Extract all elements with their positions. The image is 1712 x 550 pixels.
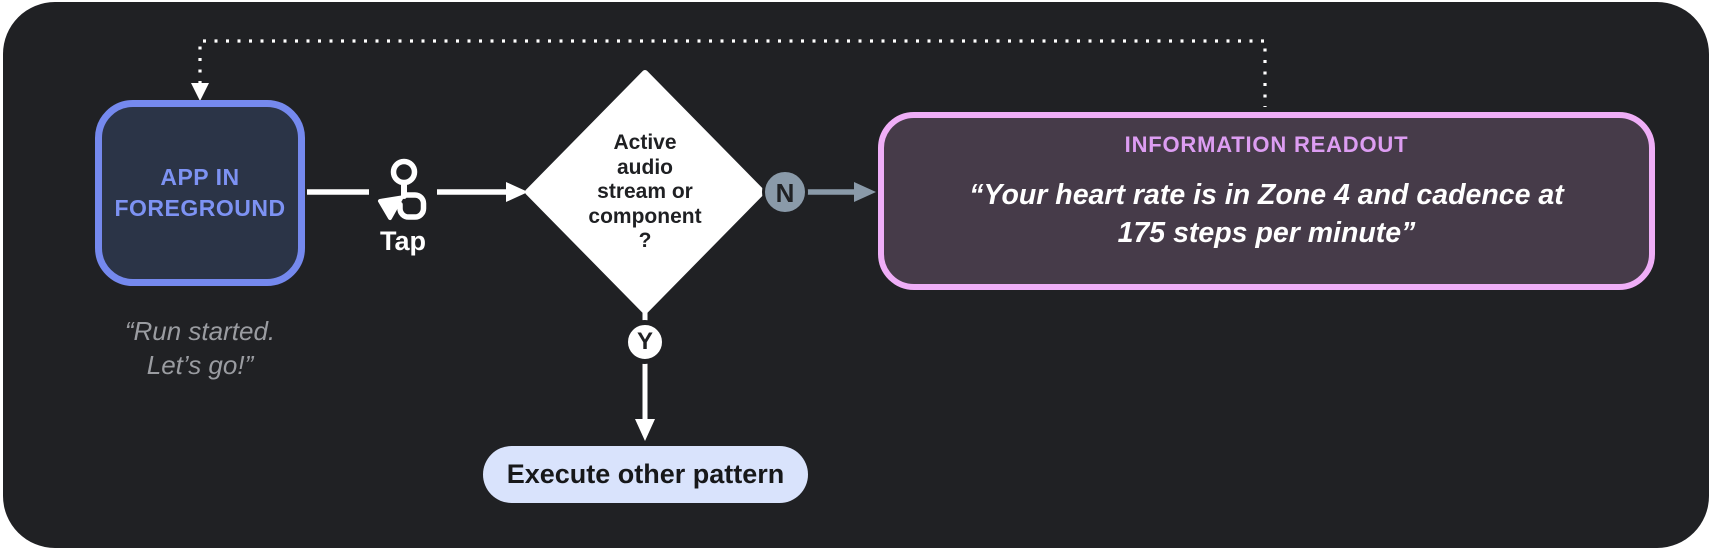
tap-gesture-icon: [378, 158, 427, 220]
run-started-quote-line2: Let’s go!”: [146, 350, 254, 380]
decision-line: component: [588, 204, 702, 228]
information-readout-title: INFORMATION READOUT: [1124, 132, 1409, 157]
app-in-foreground-node: APP IN FOREGROUND: [95, 100, 305, 286]
decision-line: Active: [613, 131, 677, 154]
execute-other-pattern-node: Execute other pattern: [483, 446, 808, 503]
readout-quote-line2: 175 steps per minute”: [1117, 217, 1416, 249]
run-started-quote: “Run started. Let’s go!”: [60, 314, 340, 382]
yes-badge-letter: Y: [636, 328, 653, 355]
decision-question: Active audio stream or component ?: [555, 131, 735, 254]
run-started-quote-line1: “Run started.: [124, 316, 276, 346]
decision-line: ?: [638, 229, 652, 252]
app-in-foreground-label: APP IN FOREGROUND: [114, 164, 286, 221]
tap-gesture-label: Tap: [380, 226, 426, 256]
information-readout-node: INFORMATION READOUT “Your heart rate is …: [878, 112, 1655, 290]
decision-line: stream or: [597, 180, 693, 203]
no-badge-letter: N: [775, 178, 795, 208]
information-readout-quote: “Your heart rate is in Zone 4 and cadenc…: [884, 176, 1649, 252]
execute-other-pattern-label: Execute other pattern: [506, 459, 785, 489]
readout-quote-line1: “Your heart rate is in Zone 4 and cadenc…: [969, 179, 1564, 211]
decision-line: audio: [617, 155, 673, 179]
